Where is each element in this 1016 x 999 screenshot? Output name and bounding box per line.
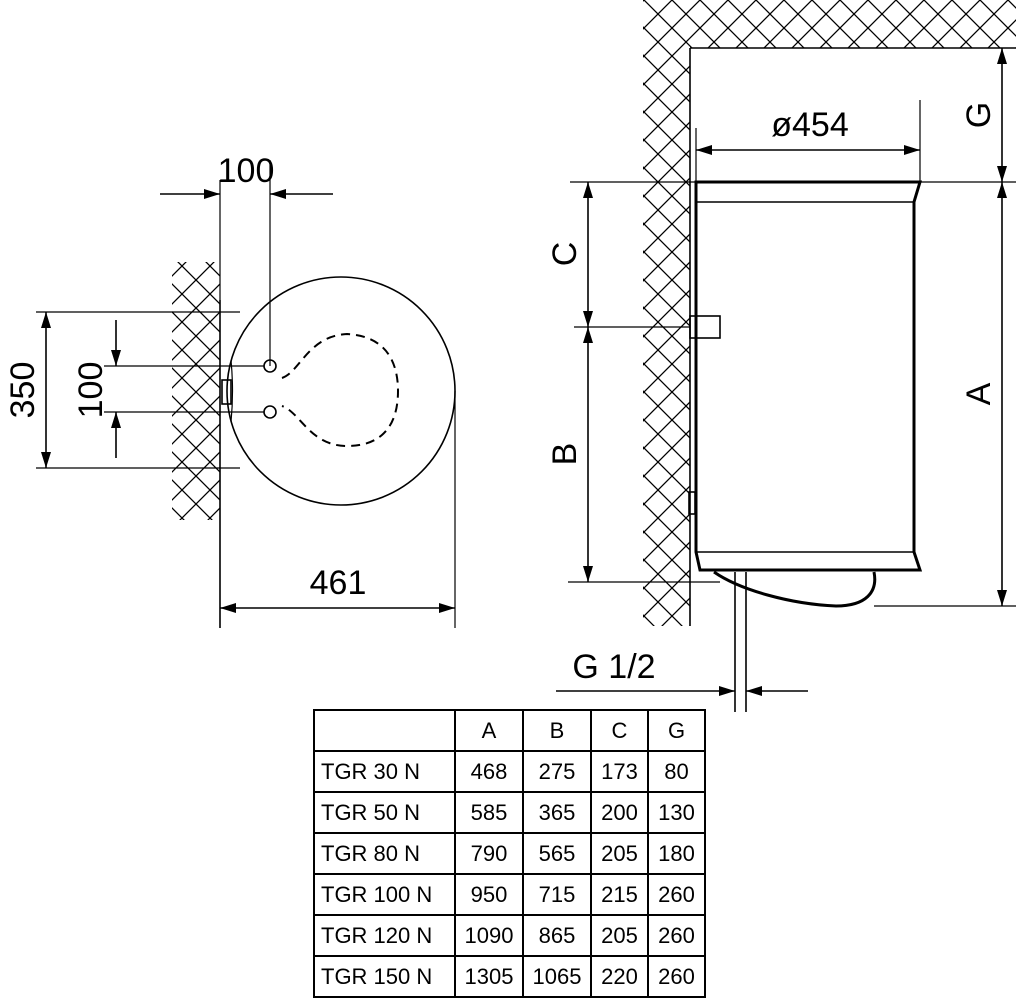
- model-name-cell: TGR 50 N: [313, 791, 456, 834]
- dimension-value-cell: 275: [522, 750, 592, 793]
- dim-label-g: G: [960, 102, 998, 128]
- dim-label-depth: 461: [310, 564, 367, 602]
- dim-label-pipe-spacing: 100: [72, 362, 110, 419]
- table-header-cell: [313, 709, 456, 752]
- ceiling-hatch: [690, 0, 1016, 48]
- wall-hatch-top-view: [172, 262, 220, 520]
- tank-outline-circle: [226, 276, 456, 506]
- tank-bottom-cover: [713, 570, 877, 608]
- dim-label-diameter: ø454: [771, 106, 849, 144]
- dimension-value-cell: 865: [522, 914, 592, 957]
- inner-element-dashed: [281, 332, 400, 448]
- model-name-cell: TGR 150 N: [313, 955, 456, 998]
- model-name-cell: TGR 80 N: [313, 832, 456, 875]
- dimension-value-cell: 215: [590, 873, 649, 916]
- dim-label-c: C: [546, 242, 584, 267]
- dimension-value-cell: 173: [590, 750, 649, 793]
- dim-label-a: A: [960, 382, 998, 405]
- dimension-value-cell: 1090: [454, 914, 524, 957]
- dimension-value-cell: 205: [590, 832, 649, 875]
- wall-bracket: [221, 379, 232, 405]
- dim-label-offset: 100: [218, 152, 275, 190]
- dimension-value-cell: 200: [590, 791, 649, 834]
- table-header-cell: C: [590, 709, 649, 752]
- dim-label-pipe-thread: G 1/2: [572, 648, 655, 686]
- side-view: ø454 G C B A G 1/2: [546, 0, 1016, 712]
- top-view: 100 350 100 461: [4, 152, 456, 628]
- dimension-value-cell: 1305: [454, 955, 524, 998]
- dimension-value-cell: 715: [522, 873, 592, 916]
- dimension-value-cell: 585: [454, 791, 524, 834]
- dimension-value-cell: 205: [590, 914, 649, 957]
- model-name-cell: TGR 120 N: [313, 914, 456, 957]
- table-header-cell: B: [522, 709, 592, 752]
- dimension-value-cell: 565: [522, 832, 592, 875]
- dimension-value-cell: 260: [647, 914, 706, 957]
- tank-body: [694, 180, 923, 572]
- dimension-value-cell: 1065: [522, 955, 592, 998]
- table-header-cell: G: [647, 709, 706, 752]
- dimension-value-cell: 260: [647, 955, 706, 998]
- table-header-cell: A: [454, 709, 524, 752]
- dim-label-height: 350: [4, 362, 42, 419]
- pipe-circle-lower: [263, 405, 277, 419]
- dimension-value-cell: 468: [454, 750, 524, 793]
- dimension-value-cell: 130: [647, 791, 706, 834]
- model-name-cell: TGR 100 N: [313, 873, 456, 916]
- dimension-value-cell: 220: [590, 955, 649, 998]
- dimension-value-cell: 365: [522, 791, 592, 834]
- dimension-value-cell: 260: [647, 873, 706, 916]
- dim-label-b: B: [546, 443, 584, 466]
- dimension-value-cell: 950: [454, 873, 524, 916]
- model-name-cell: TGR 30 N: [313, 750, 456, 793]
- dimension-value-cell: 80: [647, 750, 706, 793]
- wall-hatch-side-view: [643, 0, 690, 626]
- dimension-value-cell: 180: [647, 832, 706, 875]
- dimension-value-cell: 790: [454, 832, 524, 875]
